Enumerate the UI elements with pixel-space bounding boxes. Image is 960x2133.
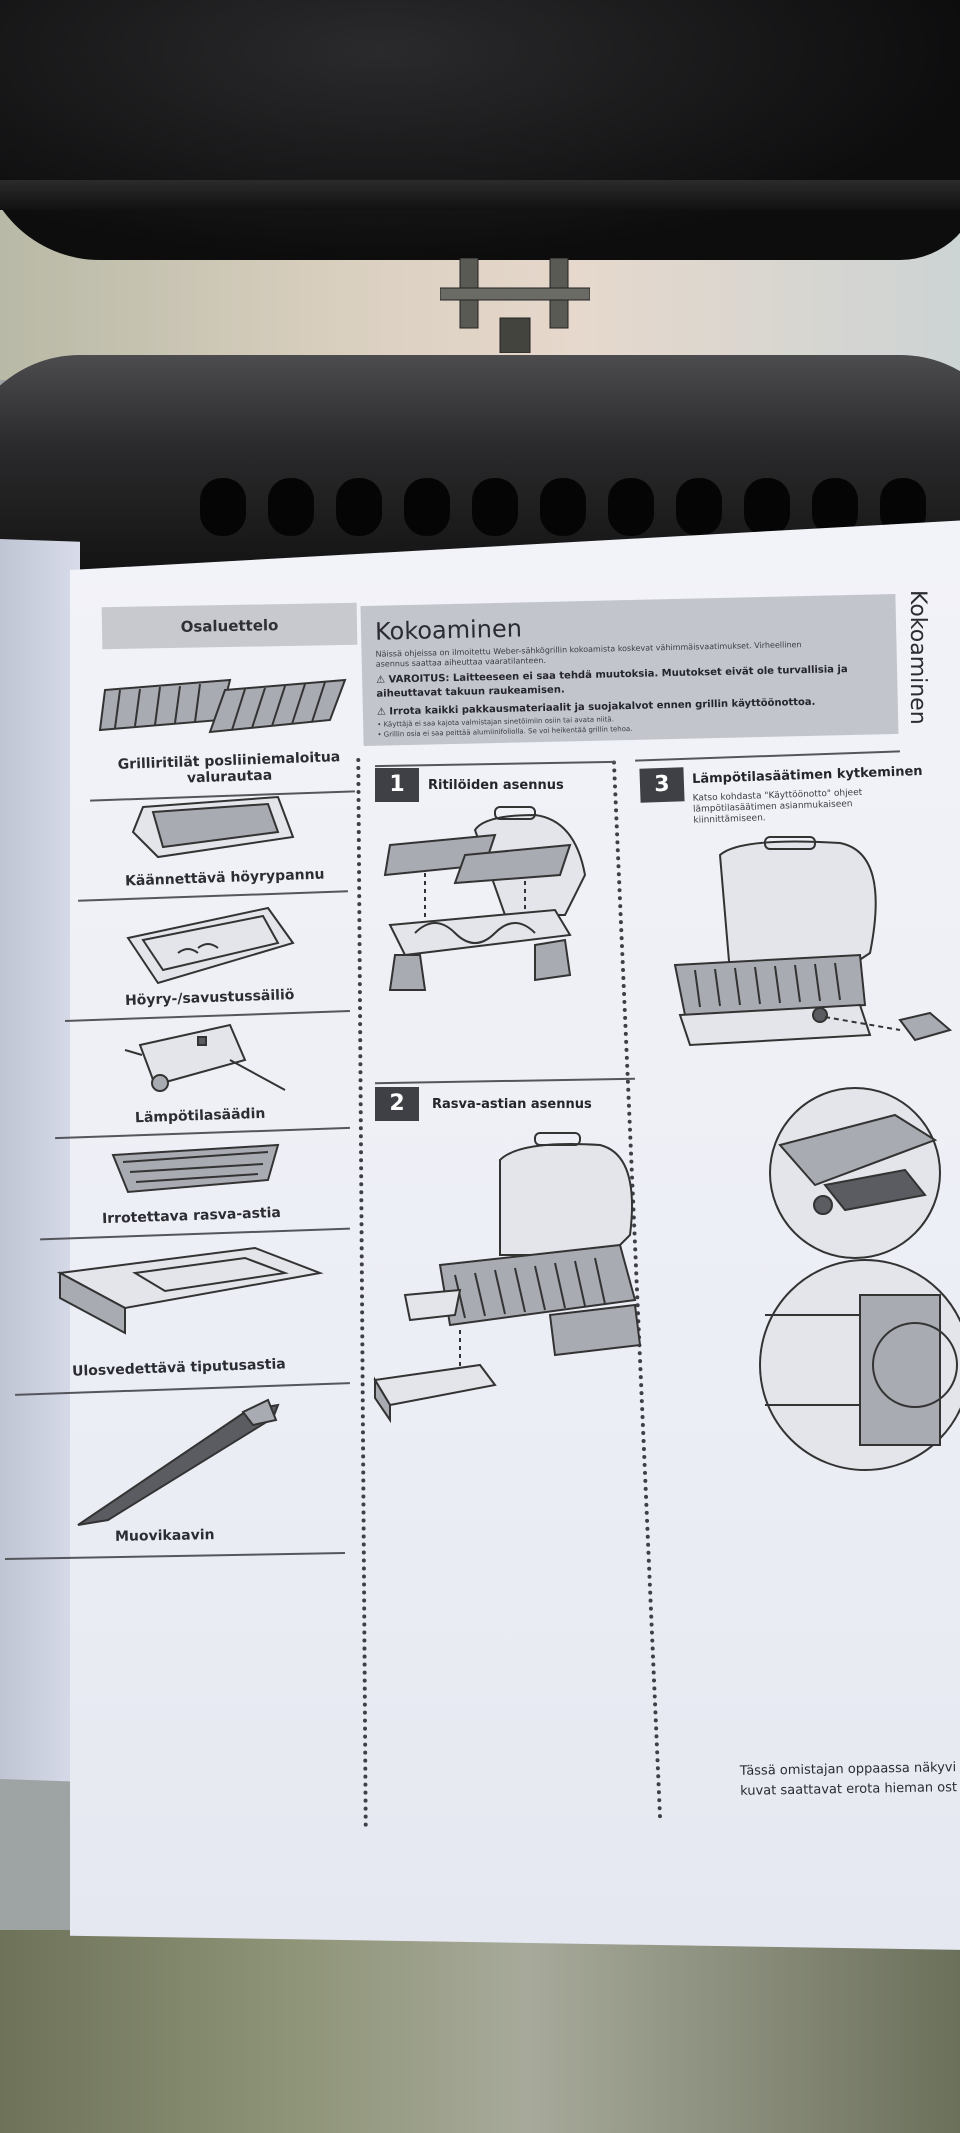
controller-closeup-illustration	[769, 1087, 941, 1259]
controller-socket-closeup-illustration	[759, 1259, 960, 1471]
hinge-icon	[440, 258, 590, 353]
grill-grates-icon	[98, 678, 347, 734]
grill-lid-rim	[0, 180, 960, 210]
parts-list-header: Osaluettelo	[101, 602, 358, 650]
part-label-scraper: Muovikaavin	[114, 1527, 215, 1545]
page-title: Kokoaminen	[374, 614, 523, 646]
tablecloth-background-bottom	[0, 1930, 960, 2133]
grill-grates-install-illustration	[383, 806, 587, 991]
step-title-2: Rasva-astian asennus	[432, 1097, 592, 1112]
step-number-1: 1	[375, 768, 419, 802]
assembly-header: Kokoaminen Näissä ohjeissa on ilmoitettu…	[360, 593, 899, 747]
drip-tray-icon	[56, 1246, 324, 1335]
parts-list-title: Osaluettelo	[180, 616, 279, 636]
steam-pan-icon	[131, 795, 295, 859]
step-number-2: 2	[375, 1087, 419, 1121]
plastic-scraper-icon	[77, 1398, 280, 1526]
side-tab-label: Kokoaminen	[905, 590, 930, 725]
footer-note: Tässä omistajan oppaassa näkyvi kuvat sa…	[739, 1760, 958, 1799]
grill-vent-slots	[200, 478, 960, 538]
step-title-1: Ritilöiden asennus	[428, 778, 564, 793]
step-number-3: 3	[639, 767, 685, 803]
smoker-box-icon	[126, 906, 295, 985]
grease-tray-install-illustration	[373, 1132, 642, 1424]
paper-page-edge	[0, 538, 80, 1782]
temperature-controller-icon	[124, 1023, 286, 1092]
grill-lid	[0, 0, 960, 260]
grease-tray-icon	[111, 1143, 280, 1194]
controller-connect-illustration	[673, 836, 953, 1047]
